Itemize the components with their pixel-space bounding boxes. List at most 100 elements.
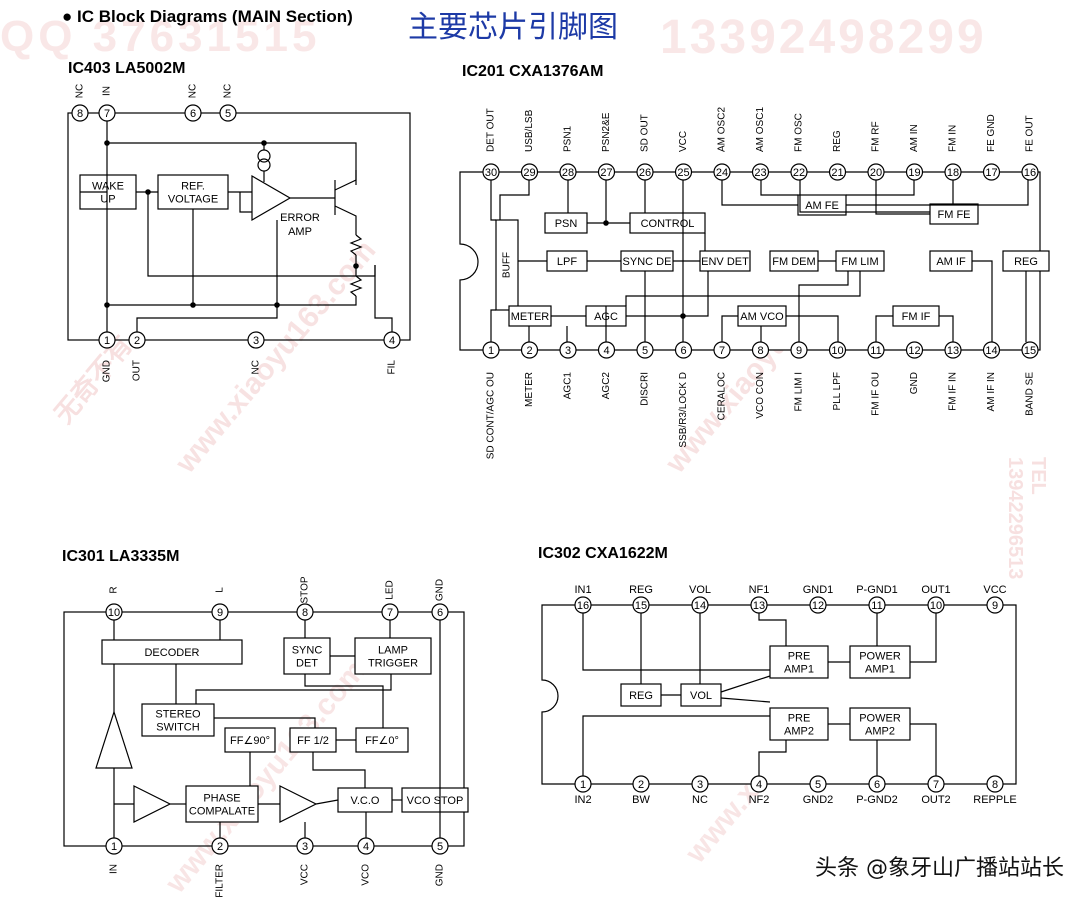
ic302-pin-label-14: VOL <box>689 584 711 596</box>
ic201-pin-17 <box>982 163 1001 181</box>
ic403-pin-6-number: 6 <box>190 108 196 120</box>
ic201-pin-2-number: 2 <box>526 345 532 357</box>
wire <box>720 675 771 693</box>
ic201-pin-15 <box>1021 341 1039 359</box>
ic403-pin-4-number: 4 <box>389 335 395 347</box>
ic201-pin-label-1: SD CONT/AGC OU <box>486 372 497 459</box>
ic301-stereo-switch-label: SWITCH <box>156 721 199 733</box>
ic403-body <box>67 112 411 341</box>
ic301-body <box>63 611 465 847</box>
ic301-diagram: R10L9STOP8LED7GND6IN1FILTER2VCC3VCO4GND5… <box>63 576 469 898</box>
ic301-pin-label-1: IN <box>109 864 120 874</box>
ic302-pin-14-number: 14 <box>694 600 706 612</box>
ic201-pin-14-number: 14 <box>985 345 997 357</box>
ic201-pin-11-number: 11 <box>870 345 881 357</box>
ic403-pin-label-2: OUT <box>132 360 143 381</box>
ic301-pin-label-8: STOP <box>300 576 311 603</box>
ic201-pin-6-number: 6 <box>680 345 686 357</box>
ic302-pre-amp2-label: PRE <box>788 712 811 724</box>
ic302-pin-9-number: 9 <box>992 600 998 612</box>
wire <box>939 315 954 342</box>
ic301-lamp-trigger-label: LAMP <box>378 644 408 656</box>
ic201-pin-label-20: FM RF <box>871 121 882 152</box>
wire <box>798 271 849 342</box>
ic302-pre-amp1-label: AMP1 <box>784 663 814 675</box>
ic201-pin-16-number: 16 <box>1024 167 1036 179</box>
ic302-pin-5-number: 5 <box>815 779 821 791</box>
wire <box>910 613 937 663</box>
ic403-current-source-inner <box>257 158 271 172</box>
ic403-pin-label-5: NC <box>223 84 234 98</box>
ic201-pin-label-13: FM IF IN <box>948 372 959 411</box>
ic201-pin-label-26: SD OUT <box>640 114 651 152</box>
ic302-pin-8 <box>986 775 1004 793</box>
ic201-pin-label-30: DET OUT <box>486 108 497 152</box>
wire <box>334 170 357 191</box>
ic403-pin-3 <box>247 331 265 349</box>
ic301-sync-det-label: SYNC <box>292 644 323 656</box>
ic301-pin-1-number: 1 <box>111 841 117 853</box>
ic201-pin-21 <box>828 163 847 181</box>
ic301-sync-det-label: DET <box>296 657 318 669</box>
wire <box>582 613 770 671</box>
ic403-pin-7-number: 7 <box>104 108 110 120</box>
ic403-title: IC403 LA5002M <box>68 60 186 77</box>
wire <box>721 315 738 342</box>
ic403-pin-2-number: 2 <box>134 335 140 347</box>
ic301-vco <box>337 787 393 813</box>
ic201-pin-label-21: REG <box>832 130 843 152</box>
ic301-pin-2-number: 2 <box>217 841 223 853</box>
ic301-phase-compalate <box>185 785 259 823</box>
ic301-pin-10-number: 10 <box>108 607 120 619</box>
wire <box>720 697 771 703</box>
ic201-pin-8-number: 8 <box>757 345 763 357</box>
ic201-pin-3 <box>559 341 577 359</box>
ic201-pin-24-number: 24 <box>716 167 728 179</box>
ic301-amp-1 <box>133 785 172 823</box>
ic403-pin-1-number: 1 <box>104 335 110 347</box>
ic201-pin-3-number: 3 <box>565 345 571 357</box>
ic302-pin-6-number: 6 <box>874 779 880 791</box>
ic201-lpf-label: LPF <box>557 256 577 268</box>
ic201-pin-25-number: 25 <box>677 167 689 179</box>
ic403-pin-label-4: FIL <box>387 360 398 375</box>
ic301-stereo-switch-label: STEREO <box>155 708 201 720</box>
junction-dot <box>104 140 110 146</box>
ic301-amp-2 <box>279 785 318 823</box>
ic302-vol-label: VOL <box>690 690 712 702</box>
junction-dot <box>104 302 110 308</box>
ic301-phase-compalate-label: PHASE <box>203 792 240 804</box>
wire <box>875 315 893 342</box>
ic201-pin-label-11: FM IF OU <box>871 372 882 416</box>
ic302-pin-13-number: 13 <box>753 600 765 612</box>
ic301-pin-label-7: LED <box>385 580 396 599</box>
ic302-pin-4-number: 4 <box>756 779 762 791</box>
ic201-pin-12 <box>905 341 924 359</box>
ic302-pin-12-number: 12 <box>812 600 824 612</box>
ic201-pin-7-number: 7 <box>719 345 725 357</box>
ic201-pin-13-number: 13 <box>947 345 959 357</box>
ic403-pin-8 <box>71 104 89 122</box>
ic201-pin-30-number: 30 <box>485 167 497 179</box>
ic302-pin-3-number: 3 <box>697 779 703 791</box>
ic201-pin-label-3: AGC1 <box>563 372 574 400</box>
ic201-am-vco-label: AM VCO <box>740 311 784 323</box>
ic301-ff0-label: FF∠0° <box>365 735 399 747</box>
ic302-pin-label-16: IN1 <box>574 584 591 596</box>
ic403-pin-3-number: 3 <box>253 335 259 347</box>
ic302-pin-label-2: BW <box>632 794 650 806</box>
junction-dot <box>603 220 609 226</box>
wire <box>499 180 530 220</box>
ic201-pin-9-number: 9 <box>796 345 802 357</box>
ic201-am-fe-label: AM FE <box>805 200 839 212</box>
ic201-pin-label-14: AM IF IN <box>986 372 997 411</box>
ic301-pin-label-2: FILTER <box>215 864 226 898</box>
ic302-pin-12 <box>809 596 827 614</box>
ic301-ff12-label: FF 1/2 <box>297 735 329 747</box>
ic403-pin-label-7: IN <box>102 86 113 96</box>
ic301-sync-det <box>283 637 331 675</box>
ic201-pin-18-number: 18 <box>947 167 959 179</box>
ic201-sync-de-label: SYNC DE <box>623 256 672 268</box>
ic302-pin-5 <box>809 775 827 793</box>
